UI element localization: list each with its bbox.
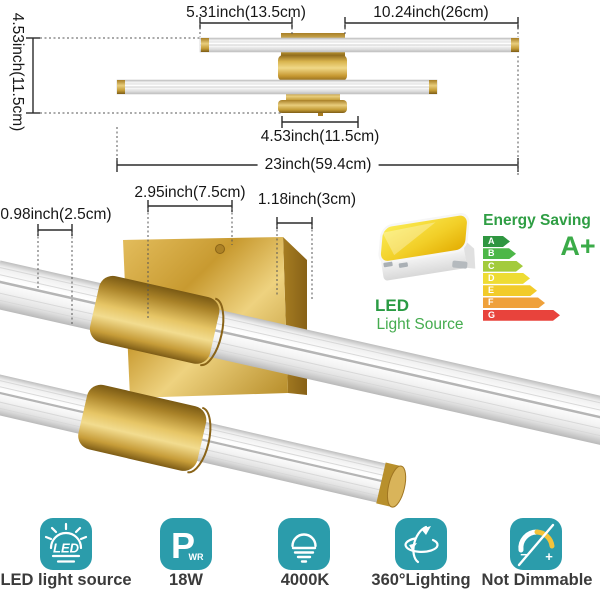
energy-grade-C: C — [483, 261, 523, 272]
energy-grade-F: F — [483, 297, 545, 308]
fixture-mount-top-view — [278, 33, 347, 116]
led-badge-subtitle: Light Source — [376, 316, 464, 333]
led-icon-text: LED — [53, 541, 80, 556]
dim-label-plate-depth: 1.18inch(3cm) — [257, 191, 357, 208]
lower-light-bar — [116, 79, 438, 95]
dimmer-icon: − + — [510, 518, 562, 570]
dim-label-tube-diameter: 0.98inch(2.5cm) — [0, 206, 112, 223]
energy-grade-G: G — [483, 310, 560, 321]
energy-grade-E: E — [483, 285, 537, 296]
power-icon-letter: P — [171, 525, 195, 566]
energy-saving-title: Energy Saving — [483, 212, 591, 229]
power-icon: P WR — [160, 518, 212, 570]
detail-dimension-lines — [37, 200, 313, 236]
bulb-icon — [278, 518, 330, 570]
energy-rating-value: A+ — [560, 231, 596, 261]
feature-label-dimmable: Not Dimmable — [481, 571, 593, 589]
dimmer-plus: + — [545, 549, 553, 564]
top-dimension-diagram — [26, 17, 520, 176]
dim-label-total-width: 23inch(59.4cm) — [257, 156, 379, 174]
lower-clamp — [78, 384, 207, 471]
upper-clamp — [89, 275, 220, 364]
led-chip-illustration — [378, 213, 476, 281]
dim-label-plate-width: 2.95inch(7.5cm) — [134, 184, 246, 201]
lower-tube — [0, 374, 407, 508]
led-badge-title: LED — [375, 296, 409, 315]
feature-label-wattage: 18W — [169, 571, 203, 589]
upper-light-bar — [199, 37, 520, 53]
guide-lines — [40, 23, 519, 176]
dim-label-long-bar: 10.24inch(26cm) — [373, 4, 489, 21]
energy-grade-A: A — [483, 236, 510, 247]
dimmer-minus: − — [520, 547, 528, 562]
energy-grade-B: B — [483, 248, 516, 259]
dim-label-short-bar: 5.31inch(13.5cm) — [186, 4, 306, 21]
feature-label-color-temp: 4000K — [280, 571, 330, 589]
mount-closeup-photo — [0, 200, 600, 508]
led-chip-icon: LED — [40, 518, 92, 570]
power-icon-sub: WR — [189, 552, 204, 562]
upper-tube — [0, 260, 600, 450]
rotate-360-icon — [395, 518, 447, 570]
detail-guide-lines — [37, 208, 313, 325]
dim-label-mount-width: 4.53inch(11.5cm) — [260, 128, 380, 145]
energy-grade-D: D — [483, 273, 530, 284]
feature-label-led: LED light source — [0, 571, 132, 589]
dim-label-height: 4.53inch(11.5cm) — [9, 12, 26, 132]
feature-label-lighting-angle: 360°Lighting — [371, 571, 471, 589]
